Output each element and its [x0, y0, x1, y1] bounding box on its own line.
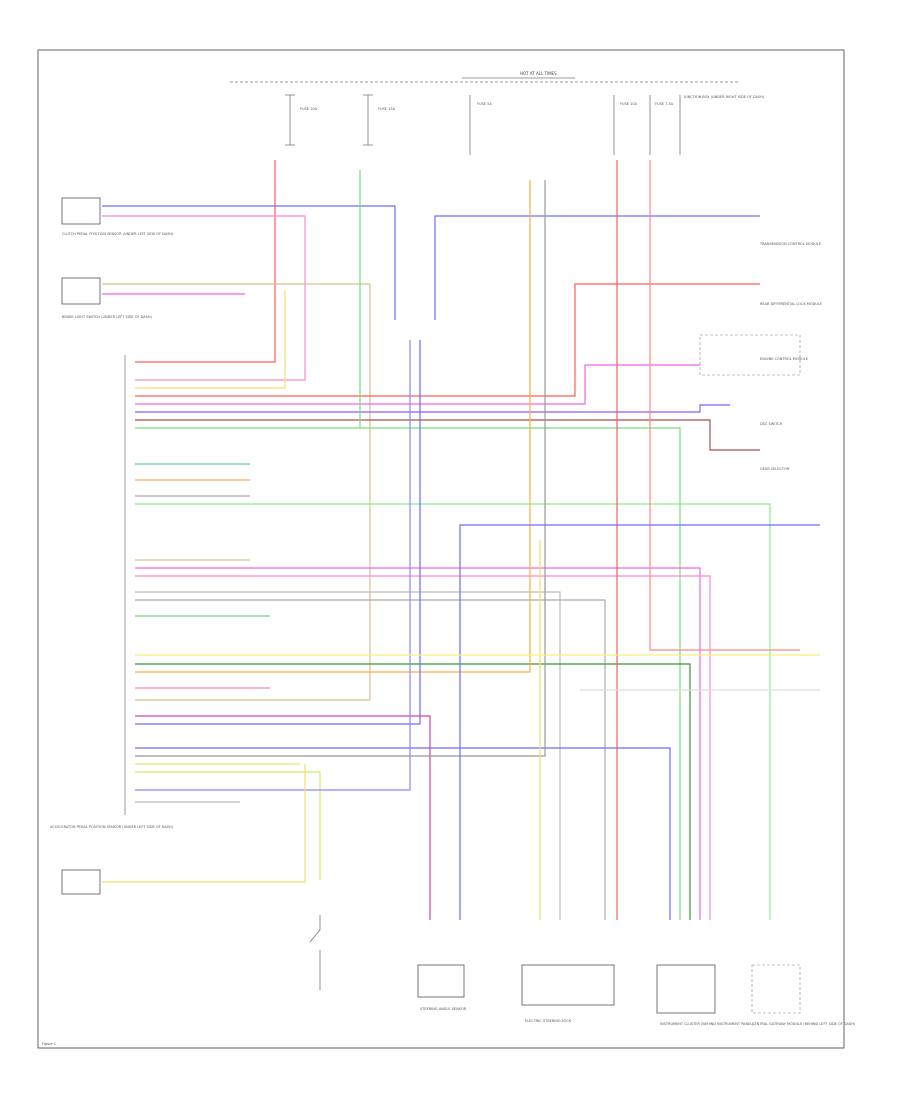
ecm-label: ENGINE CONTROL MODULE [760, 357, 808, 361]
rear-diff-label: REAR DIFFERENTIAL LOCK MODULE [760, 302, 822, 306]
switch-symbol [309, 915, 321, 990]
footer-id: Figure 1 [42, 1042, 56, 1046]
gateway-module-box [751, 964, 801, 1014]
steering-lock-box [521, 964, 615, 1006]
diagram-frame [37, 49, 845, 1049]
accelerator-sensor-box [61, 869, 101, 895]
instrument-cluster-box [656, 964, 716, 1014]
fuse-label-3: FUSE 5A [477, 102, 492, 106]
tcm-label: TRANSMISSION CONTROL MODULE [759, 242, 821, 246]
clutch-sensor-box [61, 197, 101, 225]
header-label: HOT AT ALL TIMES [520, 71, 557, 76]
fuse-label-4: FUSE 10A [620, 102, 638, 106]
steering-angle-sensor-box [417, 964, 465, 998]
fuse-label-1: FUSE 10A [300, 107, 318, 111]
brake-switch-box [61, 277, 101, 305]
accelerator-sensor-label: ACCELERATOR PEDAL POSITION SENSOR (UNDER… [50, 825, 174, 829]
brake-switch-label: BRAKE LIGHT SWITCH (UNDER LEFT SIDE OF D… [62, 315, 153, 319]
fuse-group [285, 94, 681, 155]
fuse-label-5: FUSE 7.5A [655, 102, 674, 106]
clutch-sensor-label: CLUTCH PEDAL POSITION SENSOR (UNDER LEFT… [62, 232, 174, 236]
steering-angle-sensor-label: STEERING ANGLE SENSOR [420, 1007, 467, 1011]
wire-group [102, 160, 820, 920]
gear-selector-label: GEAR SELECTOR [760, 467, 790, 471]
junction-box-label: JUNCTION BOX (UNDER RIGHT SIDE OF DASH) [683, 95, 765, 99]
dsc-switch-label: DSC SWITCH [760, 422, 783, 426]
instrument-cluster-label: INSTRUMENT CLUSTER (BEHIND INSTRUMENT PA… [660, 1022, 754, 1026]
ecm-dashed-box [699, 334, 801, 376]
gateway-module-label: CENTRAL GATEWAY MODULE (BEHIND LEFT SIDE… [752, 1022, 856, 1026]
steering-lock-label: ELECTRIC STEERING LOCK [525, 1019, 572, 1023]
fuse-label-2: FUSE 15A [378, 107, 396, 111]
